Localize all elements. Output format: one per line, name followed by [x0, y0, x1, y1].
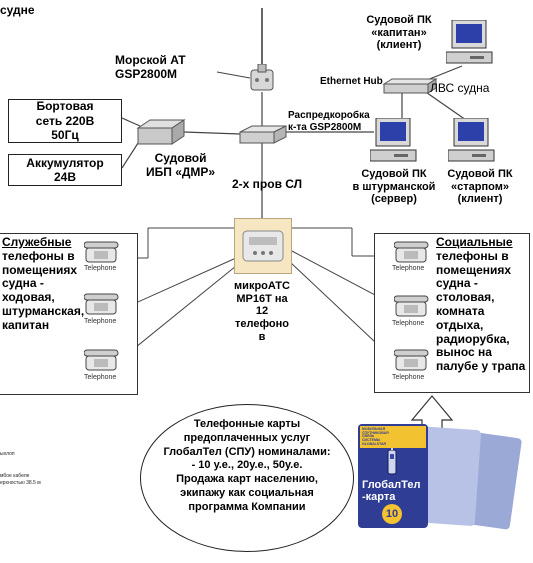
title-fragment: судне	[0, 3, 35, 17]
telephone-icon	[394, 241, 429, 263]
card-suffix: -карта	[362, 491, 396, 503]
satellite-phone-icon	[387, 448, 397, 475]
pc-navigator-label: Судовой ПК в штурманской (сервер)	[352, 168, 436, 206]
onboard-power-box: Бортовая сеть 220В 50Гц	[8, 99, 122, 143]
ethernet-hub-label: Ethernet Hub	[320, 76, 383, 87]
pc-captain-label: Судовой ПК «капитан» (клиент)	[366, 14, 432, 52]
service-phones-text: Служебные телефоны в помещениях судна - …	[2, 235, 85, 332]
telephone-label: Telephone	[392, 374, 425, 381]
junction-box-device	[239, 125, 287, 144]
left-fragment: ыхлоп	[0, 451, 15, 457]
telephone-label: Telephone	[392, 265, 425, 272]
left-fragment: ерхностью 38.5 м	[0, 480, 41, 486]
telephone-label: Telephone	[84, 265, 117, 272]
battery-box: Аккумулятор 24В	[8, 154, 122, 186]
cards-note-text: Телефонные карты предоплаченных услуг Гл…	[163, 418, 331, 513]
telephone-label: Telephone	[84, 318, 117, 325]
card-brand: ГлобалТел	[362, 479, 421, 491]
telephone-icon	[394, 295, 429, 317]
ethernet-hub-device	[382, 78, 438, 94]
pc-mate-icon	[448, 118, 495, 162]
telephone-icon	[84, 241, 119, 263]
cards-note-ellipse	[140, 404, 354, 552]
social-phones-text: Социальные телефоны в помещениях судна -…	[436, 235, 526, 374]
telephone-icon	[84, 293, 119, 315]
telephone-label: Telephone	[392, 320, 425, 327]
marine-terminal-label: Морской АТ GSP2800M	[115, 53, 186, 81]
pc-mate-label: Судовой ПК «старпом» (клиент)	[447, 168, 513, 206]
marine-terminal-device	[250, 64, 274, 91]
telephone-label: Telephone	[84, 374, 117, 381]
card-value-badge: 10	[382, 504, 402, 524]
junction-box-label: Распредкоробка к-та GSP2800M	[288, 110, 370, 133]
pc-navigator-icon	[370, 118, 417, 162]
two-wire-label: 2-х пров СЛ	[232, 177, 303, 191]
pc-captain-icon	[446, 20, 493, 64]
ups-device	[136, 119, 186, 145]
mini-pbx-device	[234, 218, 292, 274]
ups-label: Судовой ИБП «ДМР»	[146, 151, 216, 179]
phone-card: МОБИЛЬНАЯ СПУТНИКОВАЯ СВЯЗЬ СИСТЕМЫ GLOB…	[358, 424, 428, 528]
mini-pbx-label: микроАТС MP16T на 12 телефоно в	[234, 280, 290, 343]
telephone-icon	[394, 349, 429, 371]
telephone-icon	[84, 349, 119, 371]
lan-label: ЛВС судна	[430, 81, 490, 95]
left-fragment: мбое кабеле	[0, 473, 30, 479]
